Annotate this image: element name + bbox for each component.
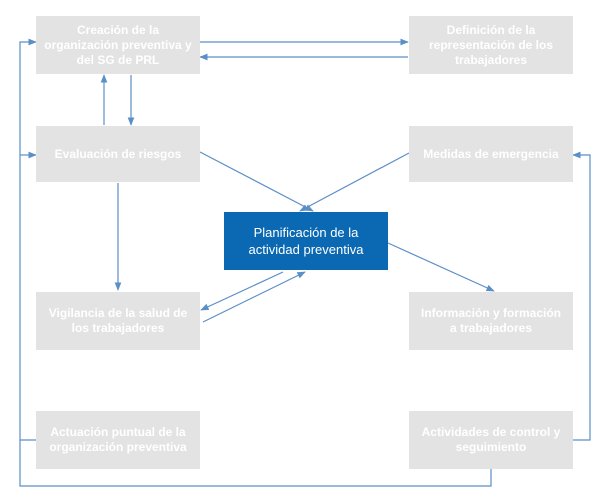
- node-actividades: Actividades de control y seguimiento: [409, 411, 573, 469]
- node-medidas: Medidas de emergencia: [409, 126, 573, 182]
- node-vigilancia-label: Vigilancia de la salud de los trabajador…: [48, 306, 188, 335]
- node-informacion: Información y formación a trabajadores: [409, 292, 573, 350]
- node-planificacion-label: Planificación de la actividad preventiva: [248, 225, 364, 257]
- arrow-medidas-to-planificacion: [299, 152, 410, 212]
- node-actuacion-label: Actuación puntual de la organización pre…: [49, 425, 187, 454]
- node-vigilancia: Vigilancia de la salud de los trabajador…: [36, 292, 200, 350]
- node-definicion-label: Definición de la representación de los t…: [428, 22, 554, 67]
- node-creacion-label: Creación de la organización preventiva y…: [44, 22, 192, 67]
- arrow-left-loop-to-creacion: [19, 38, 37, 441]
- arrow-actividades-to-medidas: [572, 151, 591, 441]
- arrow-planificacion-to-informacion: [387, 242, 495, 292]
- node-actividades-label: Actividades de control y seguimiento: [421, 425, 561, 454]
- arrow-bottom-loop: [19, 440, 492, 487]
- node-informacion-label: Información y formación a trabajadores: [420, 306, 562, 335]
- node-definicion: Definición de la representación de los t…: [409, 16, 573, 74]
- node-planificacion: Planificación de la actividad preventiva: [224, 212, 388, 270]
- node-medidas-label: Medidas de emergencia: [423, 146, 559, 161]
- node-creacion: Creación de la organización preventiva y…: [36, 16, 200, 74]
- node-actuacion: Actuación puntual de la organización pre…: [36, 411, 200, 469]
- arrow-evaluacion-to-planificacion: [199, 151, 314, 212]
- node-evaluacion: Evaluación de riesgos: [36, 126, 200, 182]
- arrow-planificacion-to-vigilancia: [200, 271, 284, 311]
- node-evaluacion-label: Evaluación de riesgos: [54, 146, 182, 161]
- arrow-vigilancia-to-planificacion: [202, 271, 306, 323]
